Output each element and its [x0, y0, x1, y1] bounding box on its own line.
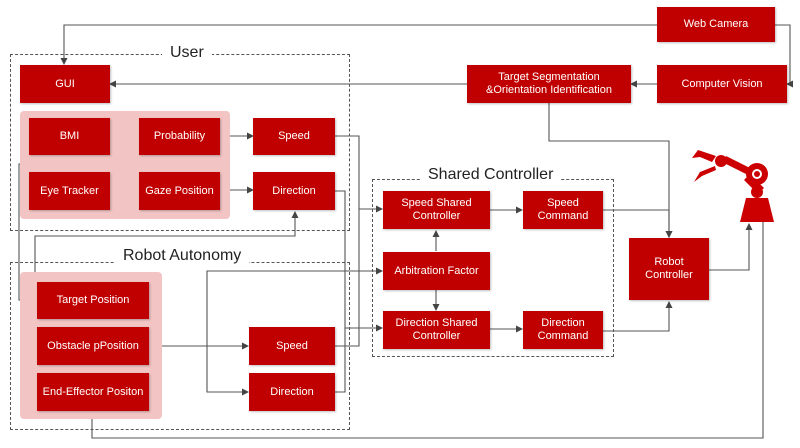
arrow-autospeed-to-ssc: [335, 209, 360, 347]
arrow-userspeed-to-ssc: [335, 135, 383, 213]
speed-command-block: Speed Command: [523, 191, 603, 229]
arrow-auto-to-arb: [206, 267, 383, 346]
arbitration-factor-block: Arbitration Factor: [383, 252, 490, 290]
user-direction-block: Direction: [253, 172, 335, 210]
direction-shared-controller-block: Direction Shared Controller: [383, 311, 490, 349]
auto-speed-block: Speed: [249, 327, 335, 365]
arrow-webcam-to-gui: [60, 24, 657, 65]
computer-vision-block: Computer Vision: [657, 65, 787, 103]
arrow-webcam-to-cv: [775, 24, 793, 88]
arrow-robotctrl-to-robot: [709, 223, 753, 271]
arrow-sc-to-robotctrl: [603, 209, 673, 238]
arrow-userdir-to-dsc: [335, 190, 383, 332]
shared-controller-section-title: Shared Controller: [420, 165, 562, 185]
auto-direction-block: Direction: [249, 373, 335, 411]
robot-controller-block: Robot Controller: [629, 238, 709, 300]
bmi-block: BMI: [29, 118, 110, 155]
user-speed-block: Speed: [253, 118, 335, 155]
arrow-targetseg-to-robotctrl: [548, 103, 673, 238]
eye-tracker-block: Eye Tracker: [29, 172, 110, 210]
obstacle-position-block: Obstacle pPosition: [37, 327, 149, 365]
robot-autonomy-section-title: Robot Autonomy: [115, 246, 250, 266]
gaze-position-block: Gaze Position: [139, 172, 220, 210]
target-segmentation-block: Target Segmentation &Orientation Identif…: [467, 65, 631, 103]
direction-command-block: Direction Command: [523, 311, 603, 349]
web-camera-block: Web Camera: [657, 7, 775, 42]
arrow-dc-to-robotctrl: [603, 301, 673, 332]
target-position-block: Target Position: [37, 282, 149, 319]
arrow-autodir-to-dsc: [335, 328, 346, 393]
gui-block: GUI: [20, 65, 110, 103]
user-section-title: User: [162, 43, 212, 63]
line-targetpos-to-autodir: [206, 346, 249, 396]
speed-shared-controller-block: Speed Shared Controller: [383, 191, 490, 229]
arrow-robot-to-endeffector: [88, 222, 764, 439]
end-effector-position-block: End-Effector Positon: [37, 373, 149, 411]
arrow-feedback-to-userdir: [34, 211, 299, 300]
probability-block: Probability: [139, 118, 220, 155]
robot-arm-icon: [692, 150, 774, 222]
